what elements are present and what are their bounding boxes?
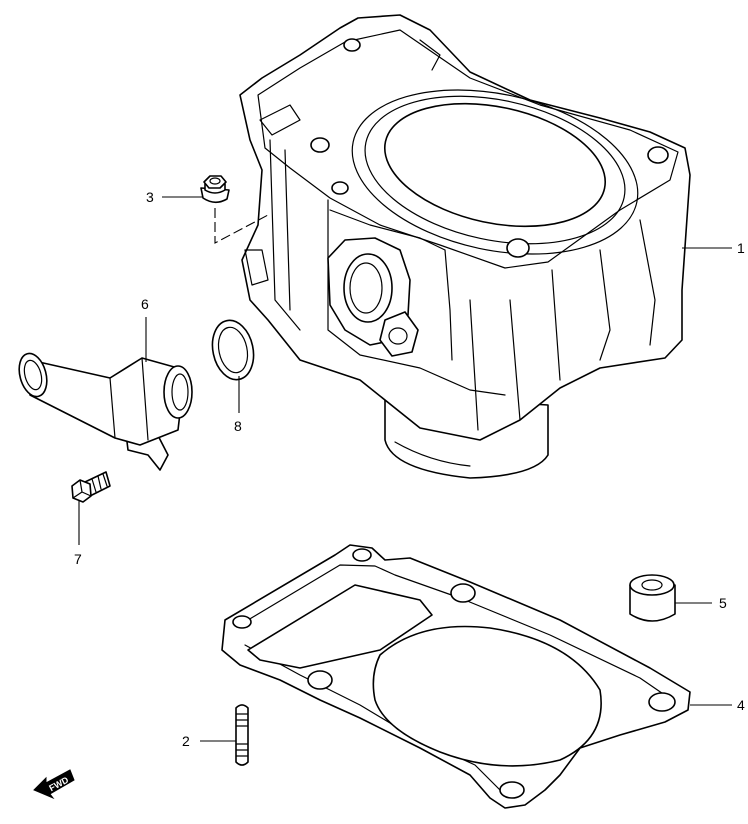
callout-7: 7: [74, 551, 82, 567]
gasket-part: [221, 544, 691, 809]
callout-4: 4: [737, 697, 745, 713]
water-inlet-pipe-part: [18, 352, 193, 471]
bolt-part: [71, 471, 111, 503]
nut-part: [200, 175, 269, 244]
stud-bolt-part: [235, 704, 249, 766]
dowel-pin-part: [629, 574, 676, 622]
callout-2: 2: [182, 733, 190, 749]
o-ring-part: [211, 319, 255, 381]
leader-lines: [78, 196, 732, 742]
callout-1: 1: [737, 240, 745, 256]
callout-3: 3: [146, 189, 154, 205]
forward-arrow-icon: FWD: [33, 769, 75, 800]
callout-5: 5: [719, 595, 727, 611]
callout-8: 8: [234, 418, 242, 434]
callout-6: 6: [141, 296, 149, 312]
cylinder-part: [239, 14, 691, 479]
